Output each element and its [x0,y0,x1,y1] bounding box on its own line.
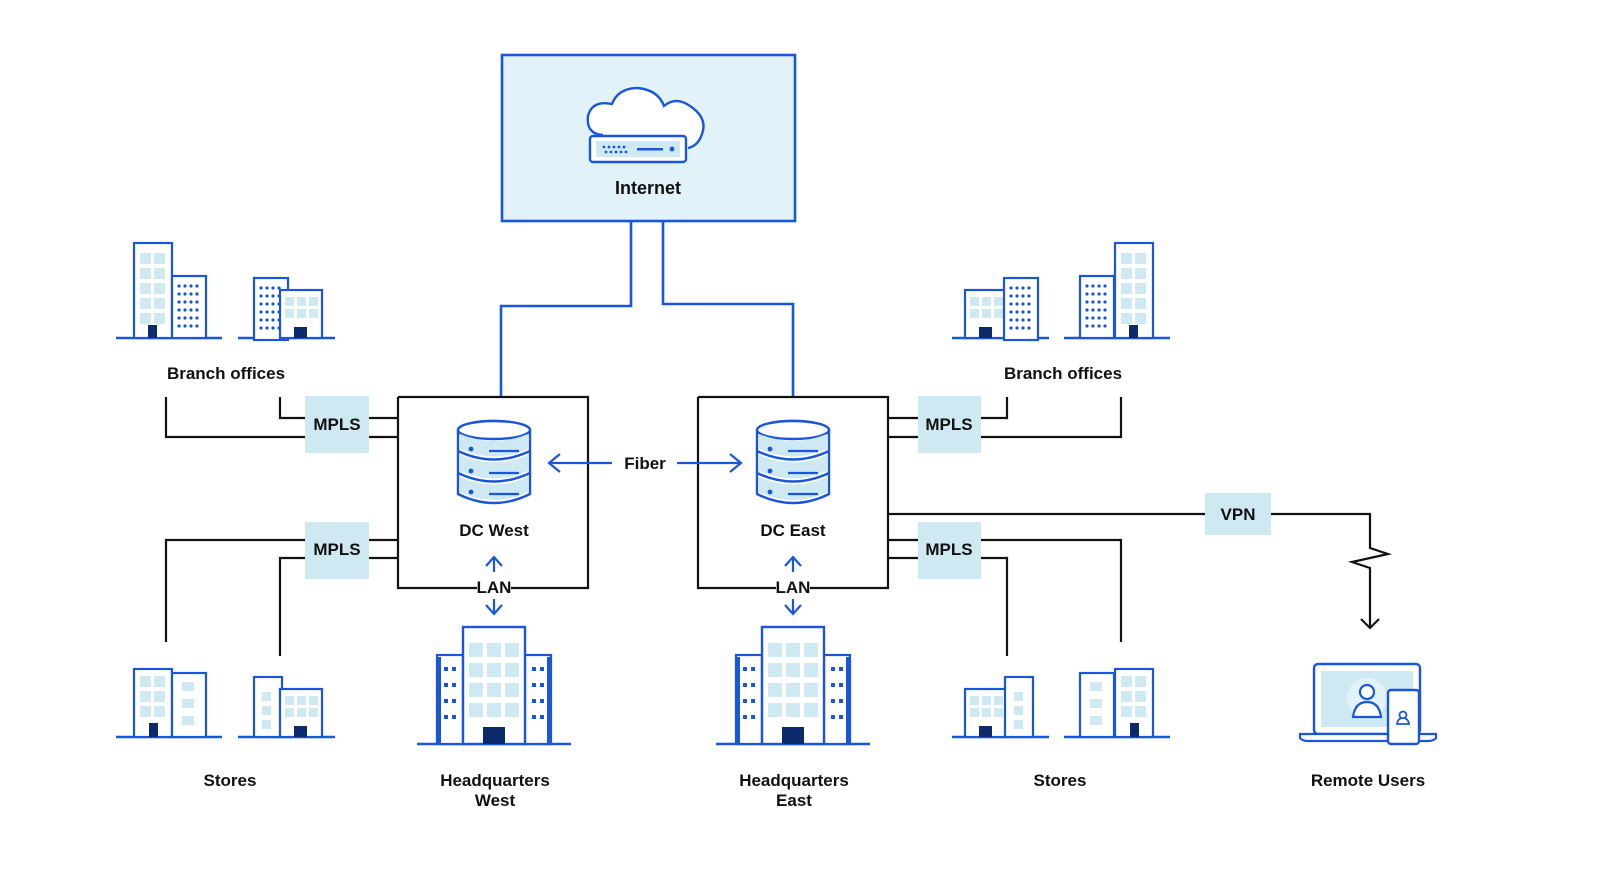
internet-link-east [661,221,795,398]
headquarters-building-icon [714,625,872,746]
hq-west-label-line1: Headquarters [440,771,550,790]
vpn-wire [888,512,1393,628]
dc-east-label: DC East [760,521,826,540]
laptop-user-icon [1298,662,1438,746]
mpls-label: MPLS [313,415,360,434]
mpls-badge-branch-east: MPLS [918,396,981,453]
office-buildings-icon [952,241,1170,342]
lan-west-link: LAN [477,555,512,616]
vpn-arrow-icon [1360,618,1380,630]
vpn-label: VPN [1221,505,1256,524]
fiber-label: Fiber [624,454,666,473]
mpls-label: MPLS [313,540,360,559]
branch-offices-west-label: Branch offices [167,364,285,383]
database-icon [456,419,532,505]
branch-offices-east: Branch offices [952,241,1170,383]
hq-west-label-line2: West [475,791,516,810]
dc-west-node: DC West [396,395,590,590]
remote-users: Remote Users [1298,662,1438,790]
fiber-link: Fiber [547,453,743,473]
lan-east-link: LAN [776,555,811,616]
internet-label: Internet [615,178,681,198]
mpls-label: MPLS [925,540,972,559]
vpn-badge: VPN [1205,493,1271,535]
dc-west-label: DC West [459,521,529,540]
branch-offices-west: Branch offices [116,241,335,383]
store-buildings-icon [952,667,1170,739]
mpls-label: MPLS [925,415,972,434]
mpls-badge-stores-east: MPLS [918,522,981,579]
headquarters-west: Headquarters West [415,625,573,810]
hq-east-label-line1: Headquarters [739,771,849,790]
headquarters-east: Headquarters East [714,625,872,810]
lan-west-label: LAN [477,578,512,597]
internet-link-west [499,221,633,398]
hq-east-label-line2: East [776,791,812,810]
office-buildings-icon [116,241,335,342]
dc-east-node: DC East [696,395,890,590]
stores-east-label: Stores [1034,771,1087,790]
stores-west-label: Stores [204,771,257,790]
stores-west: Stores [116,667,335,790]
database-icon [755,419,831,505]
headquarters-building-icon [415,625,573,746]
remote-users-label: Remote Users [1311,771,1425,790]
mpls-badge-branch-west: MPLS [305,396,369,453]
cloud-router-icon [586,86,705,164]
mpls-badge-stores-west: MPLS [305,522,369,579]
stores-east: Stores [952,667,1170,790]
store-buildings-icon [116,667,335,739]
branch-offices-east-label: Branch offices [1004,364,1122,383]
internet-node: Internet [500,53,797,223]
lan-east-label: LAN [776,578,811,597]
